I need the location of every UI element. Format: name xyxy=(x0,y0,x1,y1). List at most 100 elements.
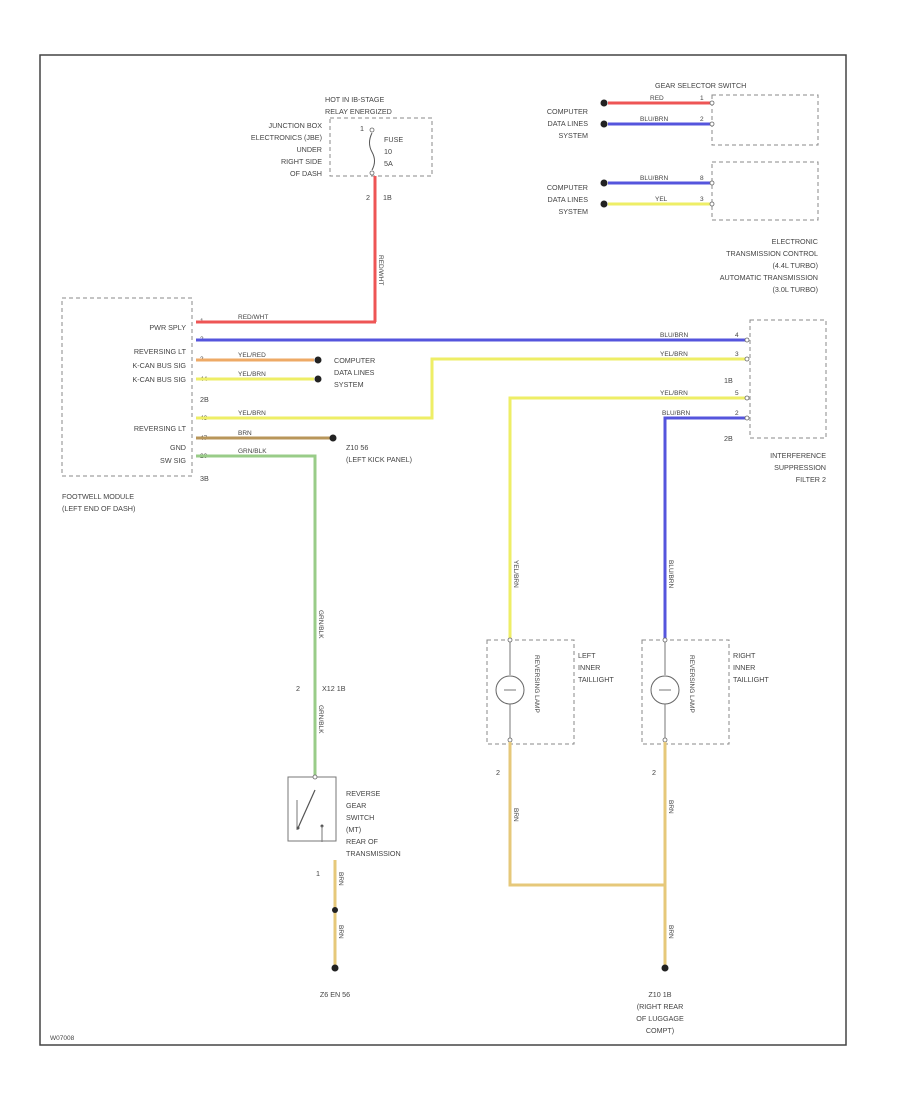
svg-text:FOOTWELL MODULE: FOOTWELL MODULE xyxy=(62,492,134,501)
footwell-connector-3b: 3B xyxy=(200,474,209,483)
svg-text:YEL/BRN: YEL/BRN xyxy=(660,351,688,358)
footwell-module-label: FOOTWELL MODULE (LEFT END OF DASH) xyxy=(62,492,135,513)
svg-text:BRN: BRN xyxy=(667,800,674,814)
svg-text:10: 10 xyxy=(384,147,392,156)
wire-blue-horizontal: BLU/BRN 4 xyxy=(196,332,750,343)
svg-text:GEAR: GEAR xyxy=(346,801,366,810)
svg-text:DATA LINES: DATA LINES xyxy=(334,368,375,377)
wire-gear-red: RED 1 xyxy=(600,95,715,107)
ground-engine-label: Z6 EN 56 xyxy=(320,990,350,999)
svg-text:COMPUTER: COMPUTER xyxy=(547,183,588,192)
svg-text:BLU/BRN: BLU/BRN xyxy=(640,175,668,182)
left-taillight-label: LEFT INNER TAILLIGHT xyxy=(578,651,614,684)
svg-text:REVERSING LT: REVERSING LT xyxy=(134,424,187,433)
diagram-frame xyxy=(39,54,847,1046)
fuse-pin-bottom: 2 xyxy=(366,193,370,202)
svg-text:(RIGHT REAR: (RIGHT REAR xyxy=(637,1002,684,1011)
svg-text:(4.4L TURBO): (4.4L TURBO) xyxy=(772,261,818,270)
svg-text:AUTOMATIC TRANSMISSION: AUTOMATIC TRANSMISSION xyxy=(720,273,818,282)
svg-text:BRN: BRN xyxy=(238,430,252,437)
wire-right-tail-blue: BLU/BRN 2 BLU/BRN xyxy=(662,410,750,640)
svg-text:ELECTRONICS (JBE): ELECTRONICS (JBE) xyxy=(251,133,322,142)
svg-text:2: 2 xyxy=(700,116,704,123)
junction-box xyxy=(329,117,433,177)
gear-selector-box xyxy=(711,94,819,146)
svg-text:RIGHT SIDE: RIGHT SIDE xyxy=(281,157,322,166)
svg-text:ELECTRONIC: ELECTRONIC xyxy=(772,237,818,246)
right-taillight-label: RIGHT INNER TAILLIGHT xyxy=(733,651,769,684)
junction-box-label: JUNCTION BOX ELECTRONICS (JBE) UNDER RIG… xyxy=(251,121,322,178)
wire-etc-yellow: YEL 3 xyxy=(600,196,715,208)
svg-text:BRN: BRN xyxy=(512,808,519,822)
svg-text:DATA LINES: DATA LINES xyxy=(548,195,589,204)
right-lamp-pin: 2 xyxy=(652,768,656,777)
svg-text:RED/WHT: RED/WHT xyxy=(238,314,268,321)
svg-text:(LEFT END OF DASH): (LEFT END OF DASH) xyxy=(62,504,135,513)
svg-text:K-CAN BUS SIG: K-CAN BUS SIG xyxy=(132,361,186,370)
reverse-switch-box xyxy=(287,776,337,842)
svg-text:RIGHT: RIGHT xyxy=(733,651,756,660)
svg-text:8: 8 xyxy=(700,175,704,182)
svg-text:BLU/BRN: BLU/BRN xyxy=(667,560,674,588)
svg-text:RED/WHT: RED/WHT xyxy=(377,255,384,285)
svg-text:5A: 5A xyxy=(384,159,393,168)
wire-tail-ground-brown: BRN BRN BRN xyxy=(508,742,674,972)
fuse-icon xyxy=(369,127,375,176)
wire-sw-sig-green: GRN/BLK GRN/BLK GRN/BLK xyxy=(196,448,324,775)
footwell-module-box xyxy=(61,297,193,477)
svg-text:BLU/BRN: BLU/BRN xyxy=(660,332,688,339)
svg-text:(3.0L TURBO): (3.0L TURBO) xyxy=(772,285,818,294)
cds-footwell-label: COMPUTER DATA LINES SYSTEM xyxy=(334,356,375,389)
svg-text:2: 2 xyxy=(735,410,739,417)
svg-text:YEL: YEL xyxy=(655,196,668,203)
svg-text:COMPUTER: COMPUTER xyxy=(334,356,375,365)
ground-right-rear-label: Z10 1B (RIGHT REAR OF LUGGAGE COMPT) xyxy=(636,990,684,1035)
svg-text:JUNCTION BOX: JUNCTION BOX xyxy=(268,121,322,130)
cds-upper-label: COMPUTER DATA LINES SYSTEM xyxy=(547,107,588,140)
svg-text:YEL/BRN: YEL/BRN xyxy=(238,371,266,378)
svg-text:YEL/RED: YEL/RED xyxy=(238,352,266,359)
svg-text:INTERFERENCE: INTERFERENCE xyxy=(770,451,826,460)
wire-pwr-red: RED/WHT xyxy=(196,314,376,324)
svg-text:K-CAN BUS SIG: K-CAN BUS SIG xyxy=(132,375,186,384)
svg-text:SW SIG: SW SIG xyxy=(160,456,186,465)
diagram-code: W07008 xyxy=(50,1035,75,1042)
wire-left-tail-yellow: YEL/BRN 5 YEL/BRN xyxy=(508,390,750,640)
svg-text:YEL/BRN: YEL/BRN xyxy=(238,410,266,417)
svg-text:Z10 1B: Z10 1B xyxy=(648,990,671,999)
svg-text:OF LUGGAGE: OF LUGGAGE xyxy=(636,1014,684,1023)
svg-text:GRN/BLK: GRN/BLK xyxy=(238,448,267,455)
left-reversing-lamp-label: REVERSING LAMP xyxy=(533,655,540,713)
svg-text:TRANSMISSION CONTROL: TRANSMISSION CONTROL xyxy=(726,249,818,258)
svg-text:INNER: INNER xyxy=(578,663,600,672)
svg-text:FUSE: FUSE xyxy=(384,135,403,144)
svg-text:DATA LINES: DATA LINES xyxy=(548,119,589,128)
right-reversing-lamp-label: REVERSING LAMP xyxy=(688,655,695,713)
fuse-connector-label: 1B xyxy=(383,193,392,202)
svg-text:PWR SPLY: PWR SPLY xyxy=(149,323,186,332)
reverse-switch-icon xyxy=(296,774,324,842)
svg-text:REVERSING LT: REVERSING LT xyxy=(134,347,187,356)
footwell-connector-2b: 2B xyxy=(200,395,209,404)
wire-kcan-2: YEL/BRN xyxy=(196,371,322,383)
svg-text:YEL/BRN: YEL/BRN xyxy=(660,390,688,397)
etc-box xyxy=(711,161,819,221)
svg-text:(MT): (MT) xyxy=(346,825,361,834)
svg-text:SYSTEM: SYSTEM xyxy=(558,207,588,216)
right-taillight-box xyxy=(641,639,730,745)
svg-text:GND: GND xyxy=(170,443,186,452)
connector-x12-label: X12 1B xyxy=(322,684,346,693)
svg-text:COMPUTER: COMPUTER xyxy=(547,107,588,116)
right-reversing-lamp-icon xyxy=(650,637,680,743)
reverse-switch-pin: 1 xyxy=(316,869,320,878)
gear-selector-label: GEAR SELECTOR SWITCH xyxy=(655,81,746,90)
svg-text:COMPT): COMPT) xyxy=(646,1026,674,1035)
svg-text:TRANSMISSION: TRANSMISSION xyxy=(346,849,401,858)
footwell-pin-labels: PWR SPLY REVERSING LT K-CAN BUS SIG K-CA… xyxy=(132,323,186,465)
svg-text:4: 4 xyxy=(735,332,739,339)
svg-text:RED: RED xyxy=(650,95,664,102)
svg-text:GRN/BLK: GRN/BLK xyxy=(317,705,324,734)
filter-connector-2b: 2B xyxy=(724,434,733,443)
ground-left-kick-label: Z10 56 (LEFT KICK PANEL) xyxy=(346,443,412,464)
